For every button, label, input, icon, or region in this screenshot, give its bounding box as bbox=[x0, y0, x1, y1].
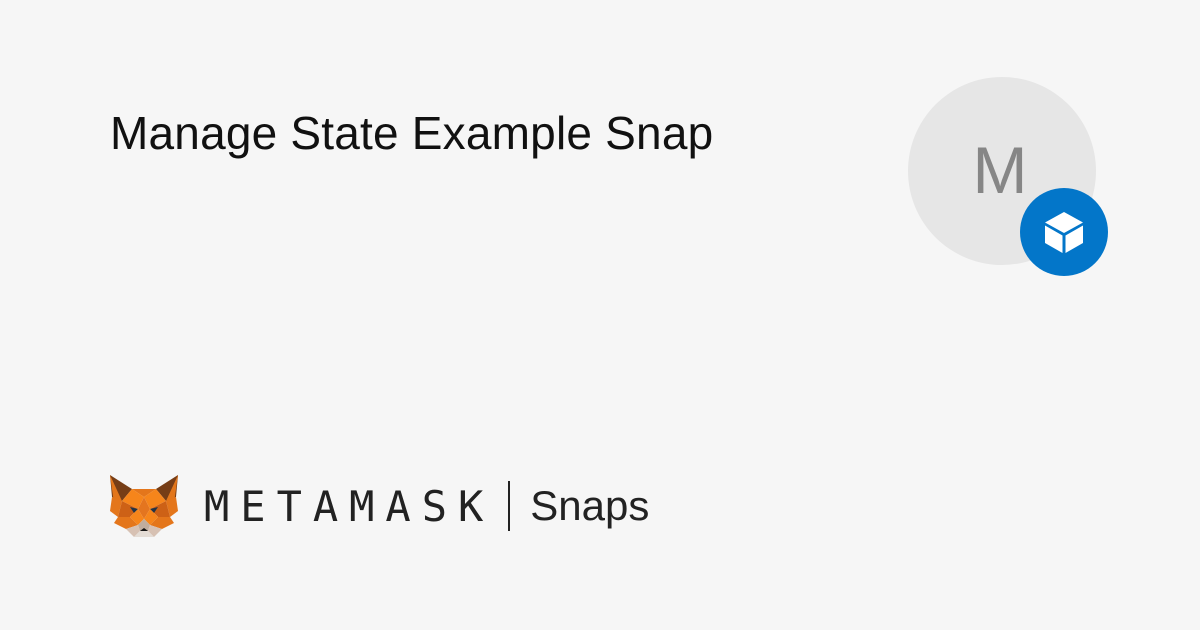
metamask-fox-icon bbox=[110, 475, 178, 537]
snaps-label: Snaps bbox=[530, 482, 650, 529]
snap-title: Manage State Example Snap bbox=[110, 107, 714, 159]
snap-badge bbox=[1020, 188, 1108, 276]
metamask-snaps-logo: METAMASK Snaps bbox=[108, 472, 649, 540]
brand-divider bbox=[508, 481, 511, 531]
snap-box-icon bbox=[1045, 212, 1083, 253]
snap-avatar: M bbox=[908, 77, 1096, 265]
metamask-wordmark: METAMASK bbox=[204, 481, 495, 531]
avatar-letter: M bbox=[972, 133, 1028, 207]
